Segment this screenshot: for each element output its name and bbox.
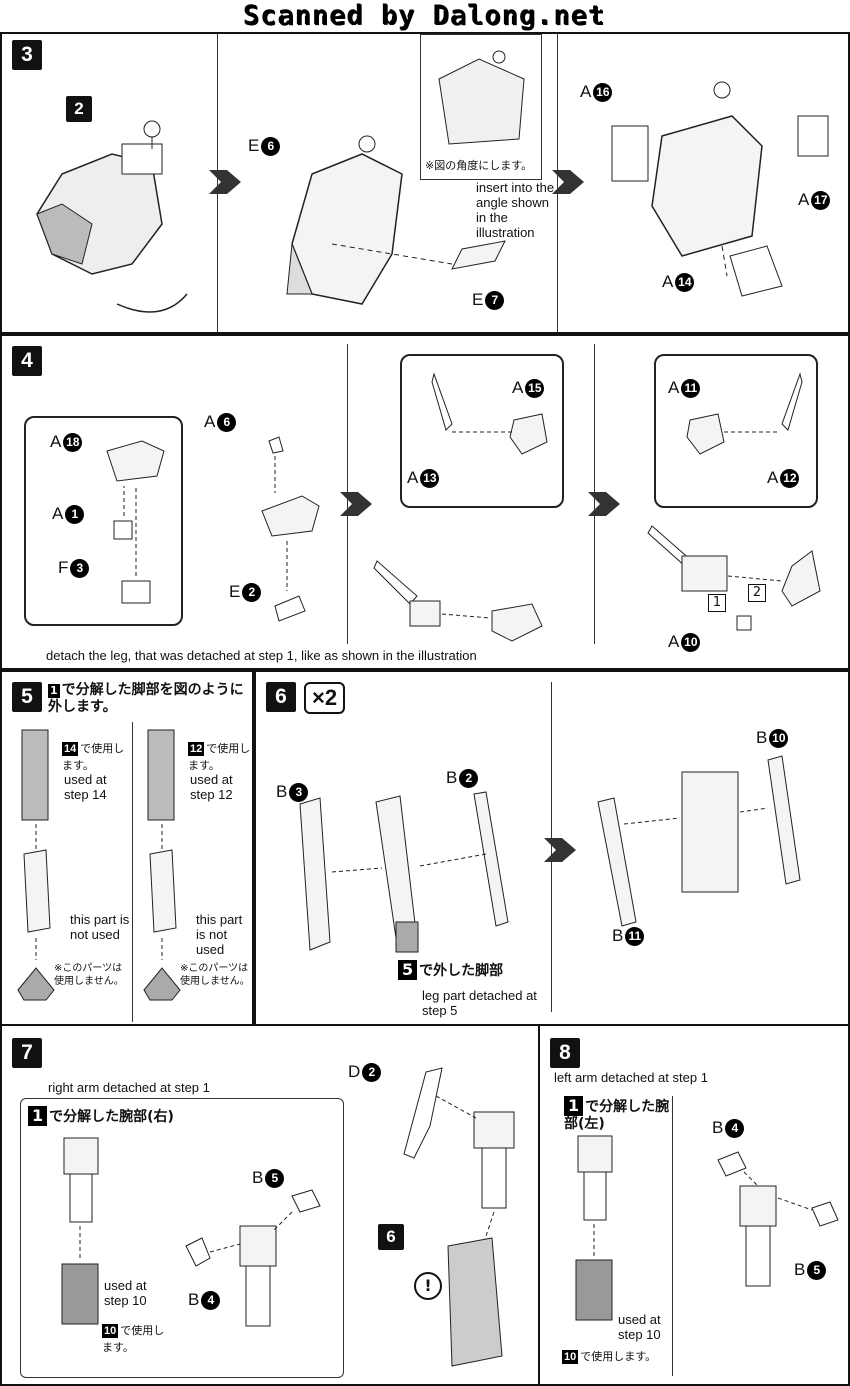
right-arm-assembly-illustration [185,1189,321,1327]
angle-inset-illustration [438,50,525,145]
step-7-en-title: right arm detached at step 1 [48,1080,210,1095]
angle-note-jp: ※図の角度にします。 [425,159,533,172]
next-arrow-icon [209,170,241,194]
leg-detached-en: leg part detached at step 5 [422,988,537,1018]
antenna-parts-illustration [686,372,803,455]
divider [217,34,218,332]
divider [557,34,558,332]
order-box-1: 1 [708,594,726,612]
step-4-caption: detach the leg, that was detached at ste… [46,648,477,663]
step-3-number: 3 [12,40,42,70]
warning-icon: ! [414,1272,442,1300]
leg-assembled-illustration [597,755,801,927]
part-E7-illustration [451,240,506,270]
step-8-number: 8 [550,1038,580,1068]
step-6-number: 6 [266,682,296,712]
left-used-at-en: used at step 10 [618,1312,661,1342]
leg-part-illustration [143,729,181,1001]
right-used-at-en: used at step 10 [104,1278,147,1308]
next-arrow-icon [340,492,372,516]
head-assembly-illustration [261,436,320,622]
left-arm-assembly-illustration [717,1151,839,1287]
part-ref-2: 2 [66,96,92,122]
step-4-number: 4 [12,346,42,376]
leg-parts-illustration [299,791,509,953]
left-not-used-en: this part is not used [70,912,130,942]
left-not-used-jp: ※このパーツは使用しません。 [54,963,124,987]
leg-part-illustration [17,729,55,1001]
step-7-number: 7 [12,1038,42,1068]
next-arrow-icon [544,838,576,862]
antenna-parts-illustration [431,372,548,455]
body-part-illustration [36,120,188,313]
torso-assembly-illustration [286,135,453,305]
scan-credit-header: Scanned by Dalong.net [243,1,607,32]
next-arrow-icon [588,492,620,516]
head-antenna-assembly-illustration [373,560,543,642]
left-arm-illustration [575,1135,613,1321]
angle-note-en: insert into the angle shown in the illus… [476,180,555,240]
right-arm-callout-frame [20,1098,344,1378]
right-used-at-en: used at step 12 [190,772,233,802]
divider [132,722,133,1022]
step-5-number: 5 [12,682,42,712]
divider [551,682,552,1012]
right-not-used-jp: ※このパーツは使用しません。 [180,963,250,987]
multiplier-badge: ×2 [304,682,346,714]
left-used-at-en: used at step 14 [64,772,107,802]
next-arrow-icon [552,170,584,194]
right-not-used-en: this part is not used [196,912,243,957]
head-final-assembly-illustration [647,525,821,631]
step-8-en-title: left arm detached at step 1 [554,1070,708,1085]
right-arm-illustration [61,1137,99,1325]
assembled-torso-illustration [611,81,829,297]
head-parts-illustration [106,440,165,604]
order-box-2: 2 [748,584,766,602]
arm-blade-illustration [403,1067,515,1367]
divider [672,1096,673,1376]
angle-inset: ※図の角度にします。 [420,34,542,180]
part-ref-6: 6 [378,1224,404,1250]
